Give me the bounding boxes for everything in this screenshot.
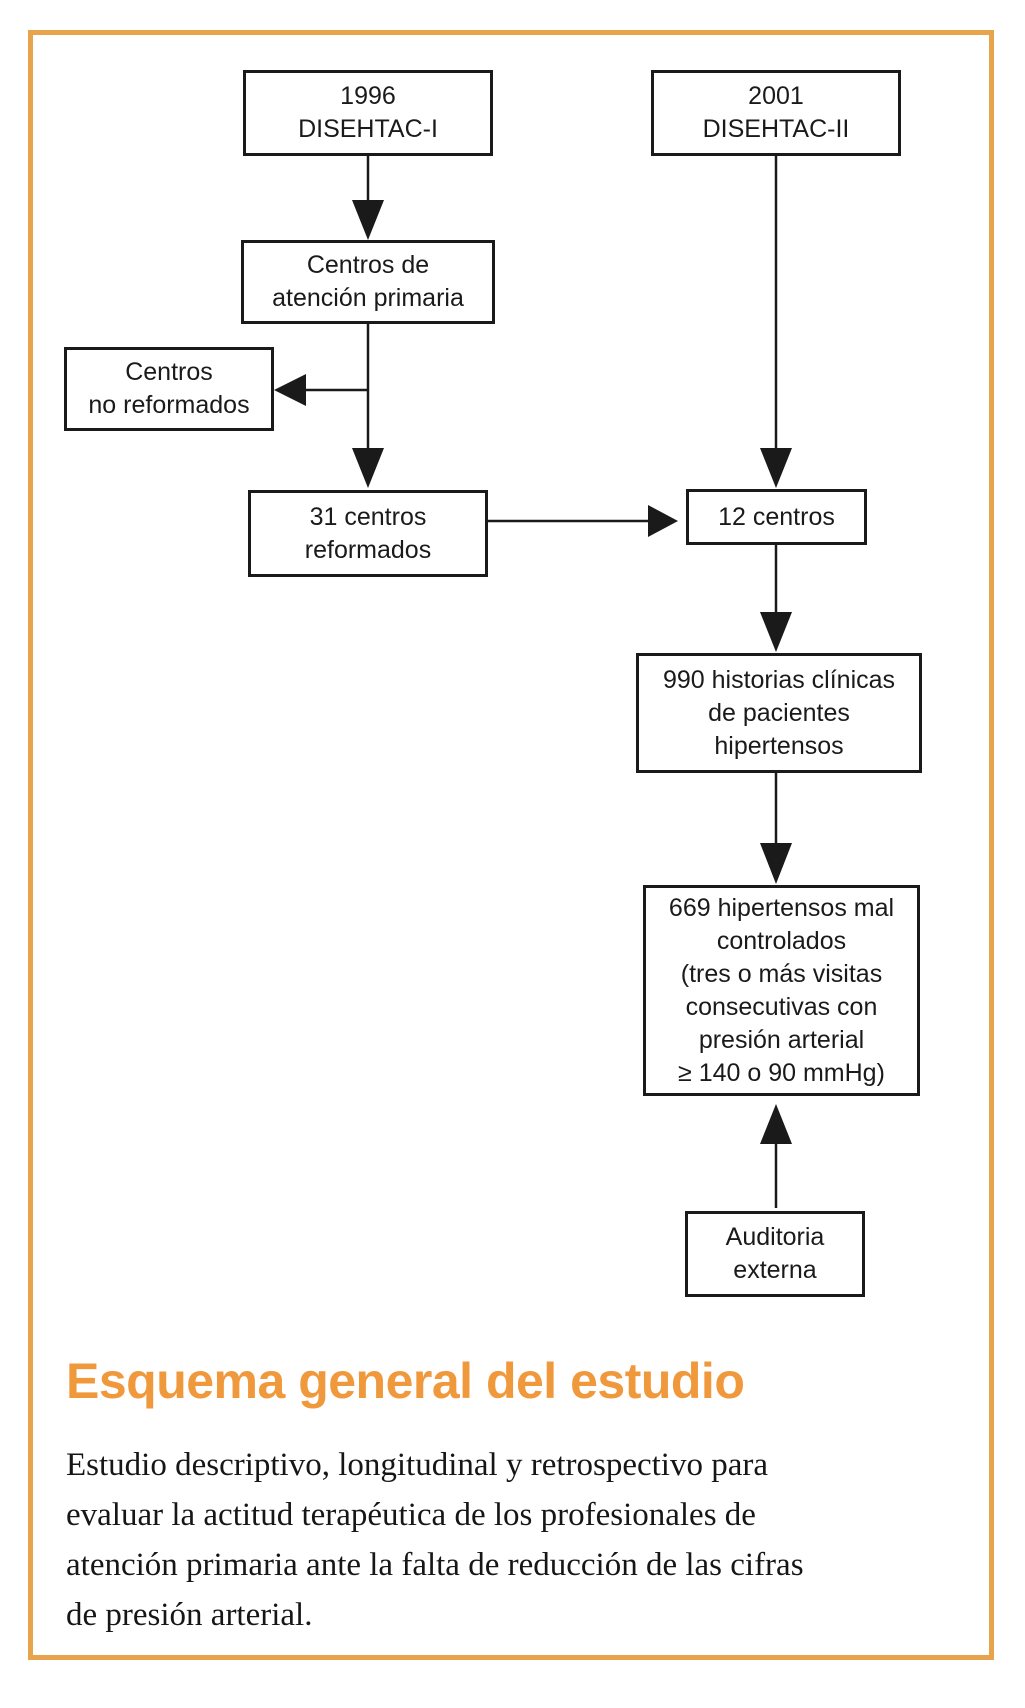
box-669-hipertensos-mal-controlados: 669 hipertensos mal controlados (tres o … bbox=[643, 885, 920, 1096]
box-31-centros-reformados: 31 centros reformados bbox=[248, 490, 488, 577]
box-centros-atencion-primaria: Centros de atención primaria bbox=[241, 240, 495, 324]
caption-line: atención primaria ante la falta de reduc… bbox=[66, 1547, 804, 1583]
caption-line: evaluar la actitud terapéutica de los pr… bbox=[66, 1497, 756, 1533]
figure-frame bbox=[28, 30, 994, 1660]
caption-line: de presión arterial. bbox=[66, 1597, 313, 1633]
box-auditoria-externa: Auditoria externa bbox=[685, 1211, 865, 1297]
box-centros-no-reformados: Centros no reformados bbox=[64, 347, 274, 431]
box-2001-disehtac-ii: 2001 DISEHTAC-II bbox=[651, 70, 901, 156]
box-12-centros: 12 centros bbox=[686, 489, 867, 545]
box-1996-disehtac-i: 1996 DISEHTAC-I bbox=[243, 70, 493, 156]
caption-line: Estudio descriptivo, longitudinal y retr… bbox=[66, 1447, 769, 1483]
box-990-historias-clinicas: 990 historias clínicas de pacientes hipe… bbox=[636, 653, 922, 773]
figure-title: Esquema general del estudio bbox=[66, 1353, 745, 1409]
figure-caption: Estudio descriptivo, longitudinal y retr… bbox=[66, 1440, 906, 1640]
